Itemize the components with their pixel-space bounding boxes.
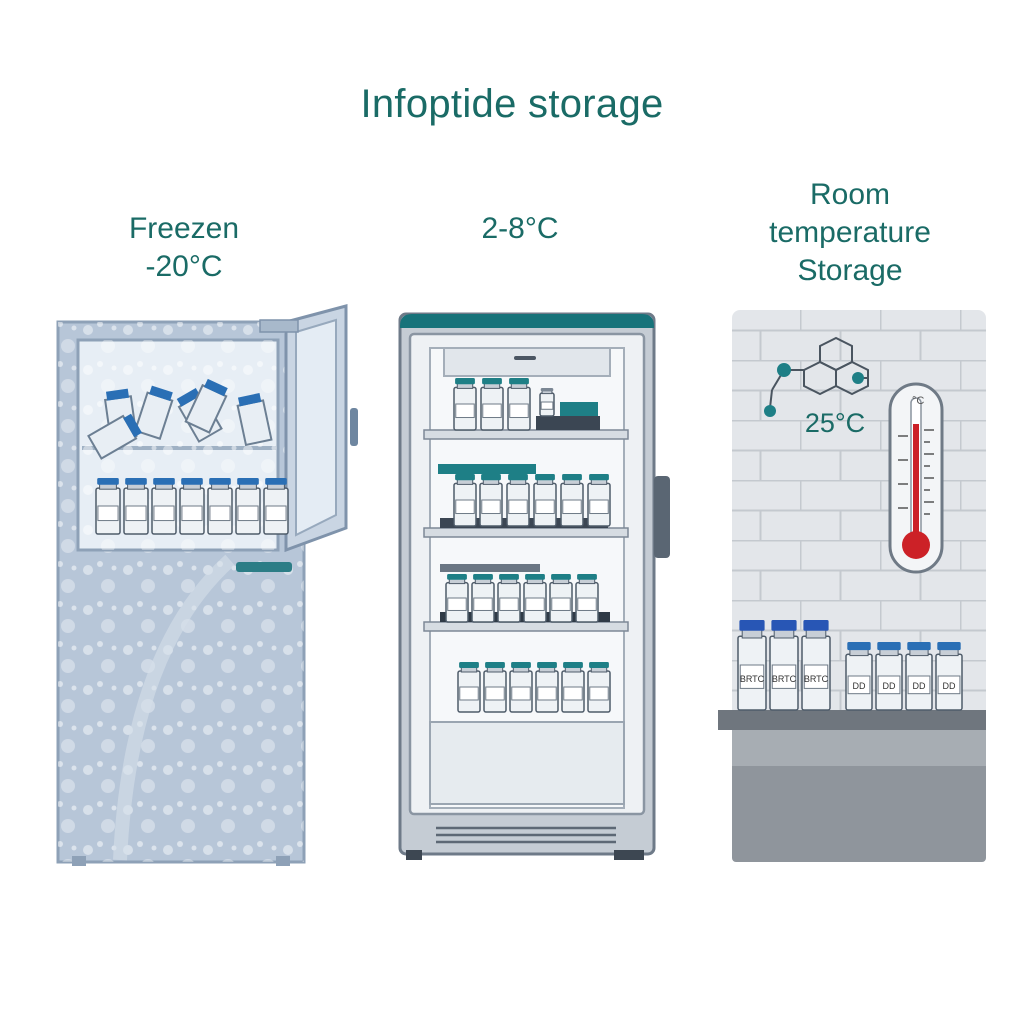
freezer-vial [95, 478, 121, 535]
freezer-vial [179, 478, 205, 535]
vial-label: DD [853, 681, 866, 691]
fridge-vial [523, 574, 547, 623]
room-vial: DD [845, 642, 873, 711]
freezer-bottom-vials [95, 478, 289, 535]
fridge-vial [497, 574, 521, 623]
room-vial: BRTC [737, 620, 767, 711]
page-title: Infoptide storage [360, 82, 664, 126]
room-temperature-scene: BRTC BRTC BRTC DD DD DD DD [718, 310, 986, 862]
fridge-vial [453, 378, 477, 431]
fridge-vial [549, 574, 573, 623]
fridge-vial [445, 574, 469, 623]
vial-label: DD [913, 681, 926, 691]
fridge-vial [587, 662, 611, 713]
thermometer-icon [888, 382, 944, 574]
fridge-label: 2-8°C [481, 212, 559, 245]
thermometer-unit-label: °C [912, 395, 925, 407]
fridge-vial [535, 662, 559, 713]
freezer-vial [235, 478, 261, 535]
freezer-top-vials [87, 378, 273, 460]
freezer-vial [151, 478, 177, 535]
fridge-vials [445, 378, 611, 713]
fridge-vial [483, 662, 507, 713]
freezer-door [284, 304, 358, 553]
room-vial: BRTC [801, 620, 831, 711]
fridge-vent [436, 826, 616, 844]
freezer-label: Freezen -20°C [64, 210, 304, 286]
vial-label: DD [883, 681, 896, 691]
fridge-vial [453, 474, 477, 527]
fridge-vial [471, 574, 495, 623]
molecule-icon [764, 336, 869, 417]
fridge-vial [457, 662, 481, 713]
fridge-vial [587, 474, 611, 527]
freezer-vial [263, 478, 289, 535]
room-label-line1: Room [809, 178, 891, 211]
refrigerator [398, 312, 670, 860]
fridge-vial [575, 574, 599, 623]
freezer-vial [123, 478, 149, 535]
room-vials: BRTC BRTC BRTC DD DD DD DD [737, 620, 963, 711]
room-vial: DD [875, 642, 903, 711]
vial-label: BRTC [740, 674, 765, 684]
room-label: Room temperature Storage [730, 176, 970, 290]
vial-label: BRTC [804, 674, 829, 684]
room-label-line3: Storage [797, 254, 903, 287]
fridge-vial [539, 388, 555, 417]
room-label-line2: temperature [769, 216, 931, 249]
room-temperature-value: 25°C [804, 408, 866, 438]
fridge-vial [560, 474, 584, 527]
room-vial: BRTC [769, 620, 799, 711]
vial-label: BRTC [772, 674, 797, 684]
freezer-label-line2: -20°C [145, 250, 223, 283]
freezer [56, 304, 358, 866]
freezer-control-panel [236, 562, 292, 572]
room-vial: DD [905, 642, 933, 711]
freezer-vial [207, 478, 233, 535]
fridge-vial [479, 474, 503, 527]
fridge-vial [507, 378, 531, 431]
room-vial: DD [935, 642, 963, 711]
freezer-label-line1: Freezen [128, 212, 240, 245]
vial-label: DD [943, 681, 956, 691]
fridge-vial [480, 378, 504, 431]
fridge-vial [509, 662, 533, 713]
fridge-vial [561, 662, 585, 713]
fridge-vial [506, 474, 530, 527]
fridge-vial [533, 474, 557, 527]
